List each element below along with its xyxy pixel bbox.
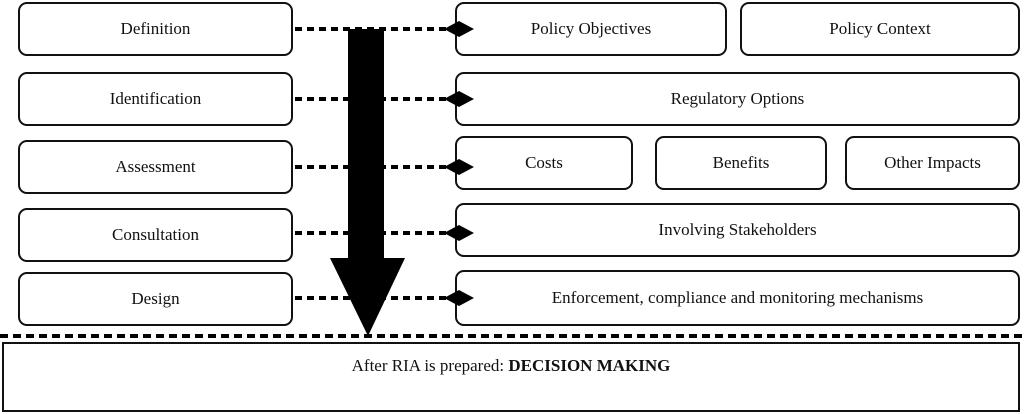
connector-head-assessment — [444, 159, 474, 175]
output-policy-objectives: Policy Objectives — [455, 2, 727, 56]
output-label: Benefits — [712, 153, 770, 172]
output-label: Involving Stakeholders — [658, 220, 817, 239]
stage-identification: Identification — [18, 72, 293, 126]
connector-head-consultation — [444, 225, 474, 241]
stage-consultation: Consultation — [18, 208, 293, 262]
connector-head-identification — [444, 91, 474, 107]
stage-label: Design — [131, 289, 180, 308]
output-enforcement: Enforcement, compliance and monitoring m… — [455, 270, 1020, 326]
stage-label: Identification — [109, 89, 202, 108]
output-costs: Costs — [455, 136, 633, 190]
output-regulatory-options: Regulatory Options — [455, 72, 1020, 126]
stage-label: Definition — [120, 19, 191, 38]
output-policy-context: Policy Context — [740, 2, 1020, 56]
output-label: Policy Context — [829, 19, 931, 38]
output-benefits: Benefits — [655, 136, 827, 190]
decision-emphasis: DECISION MAKING — [508, 356, 671, 375]
stage-assessment: Assessment — [18, 140, 293, 194]
output-label: Regulatory Options — [670, 89, 805, 108]
decision-making-box: After RIA is prepared: DECISION MAKING — [2, 342, 1020, 412]
connector-head-design — [444, 290, 474, 306]
output-other-impacts: Other Impacts — [845, 136, 1020, 190]
flow-arrow — [330, 29, 405, 336]
output-label: Other Impacts — [884, 153, 981, 172]
decision-prefix: After RIA is prepared: — [351, 356, 509, 375]
connector-head-definition — [444, 21, 474, 37]
decision-making-text: After RIA is prepared: DECISION MAKING — [4, 356, 1018, 376]
stage-label: Assessment — [115, 157, 196, 176]
stage-definition: Definition — [18, 2, 293, 56]
output-label: Policy Objectives — [530, 19, 652, 38]
output-label: Enforcement, compliance and monitoring m… — [551, 288, 924, 307]
stage-label: Consultation — [112, 225, 199, 244]
stage-design: Design — [18, 272, 293, 326]
output-label: Costs — [525, 153, 563, 172]
